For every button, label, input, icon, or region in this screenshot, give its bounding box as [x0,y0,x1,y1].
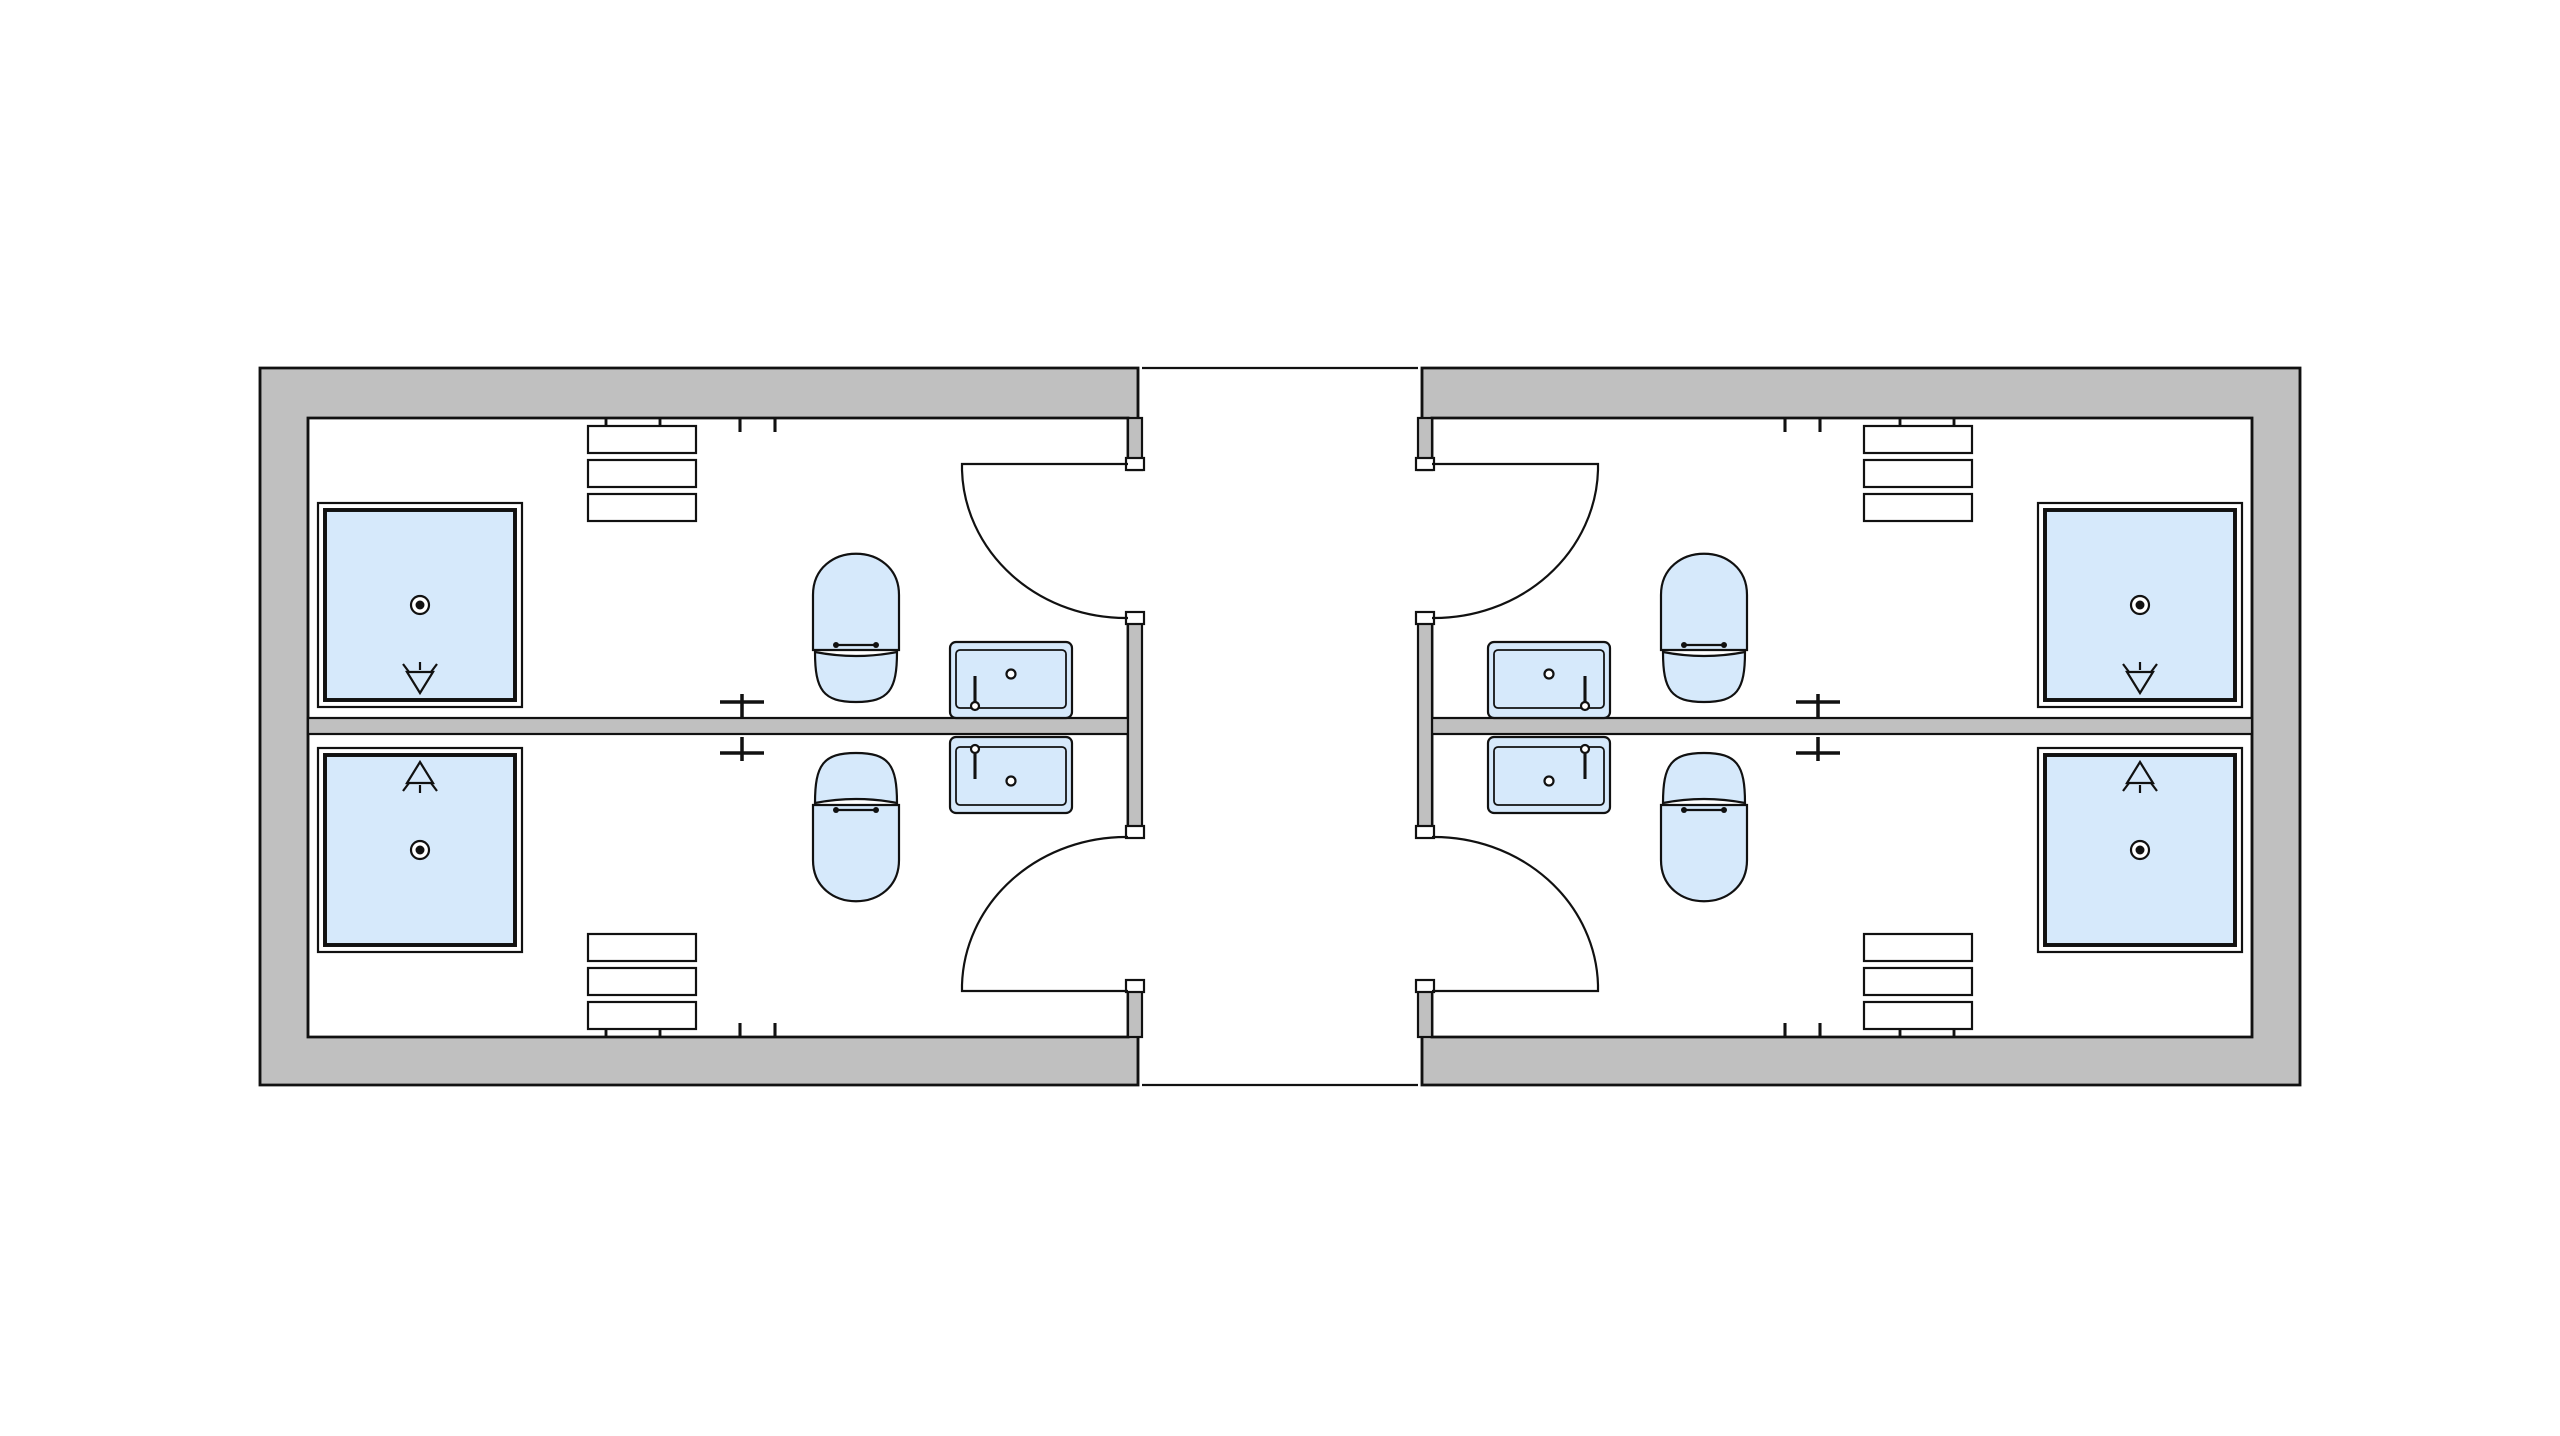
wall-stub [1416,616,1434,838]
door-jamb [1124,610,1146,626]
door-opening-bottom [1126,836,1142,984]
door-opening-top [1418,470,1434,618]
door-opening-top [1126,470,1142,618]
door-swing-icon [960,835,1129,993]
door-jamb [1414,610,1436,626]
corridor-edge [1142,366,1418,1087]
towel-hook-icon [1783,1023,1822,1037]
toilet-icon [1659,751,1749,903]
door-swing-icon [1431,835,1600,993]
door-jamb [1124,824,1146,840]
sink-icon [948,735,1074,815]
door-jamb [1124,456,1146,472]
door-jamb [1124,978,1146,994]
door-swing-icon [960,462,1129,620]
shower-head-icon [2122,759,2158,793]
bench-icon [1862,932,1974,1037]
divider-wall [1430,716,2254,736]
toilet-icon [1659,552,1749,704]
shower-icon [316,746,524,954]
towel-hook-icon [738,418,777,432]
toilet-icon [811,552,901,704]
room-lower [316,735,1129,1037]
door-jamb [1414,978,1436,994]
divider-wall [306,716,1130,736]
sink-icon [948,640,1074,720]
right-block [1414,366,2302,1087]
sink-icon [1486,640,1612,720]
bench-icon [586,418,698,523]
grab-bar-icon [1796,694,1840,718]
door-jamb [1414,456,1436,472]
shower-head-icon [402,759,438,793]
room-lower [1431,735,2244,1037]
shower-icon [2036,501,2244,709]
shower-icon [2036,746,2244,954]
shower-head-icon [402,662,438,696]
room-upper [1431,418,2244,720]
sink-icon [1486,735,1612,815]
door-jamb [1414,824,1436,840]
wall-stub [1126,616,1144,838]
toilet-icon [811,751,901,903]
grab-bar-icon [720,694,764,718]
bench-icon [586,932,698,1037]
grab-bar-icon [720,737,764,761]
left-block [258,366,1146,1087]
door-swing-icon [1431,462,1600,620]
room-upper [316,418,1129,720]
grab-bar-icon [1796,737,1840,761]
door-opening-bottom [1418,836,1434,984]
towel-hook-icon [738,1023,777,1037]
bench-icon [1862,418,1974,523]
shower-head-icon [2122,662,2158,696]
towel-hook-icon [1783,418,1822,432]
shower-icon [316,501,524,709]
